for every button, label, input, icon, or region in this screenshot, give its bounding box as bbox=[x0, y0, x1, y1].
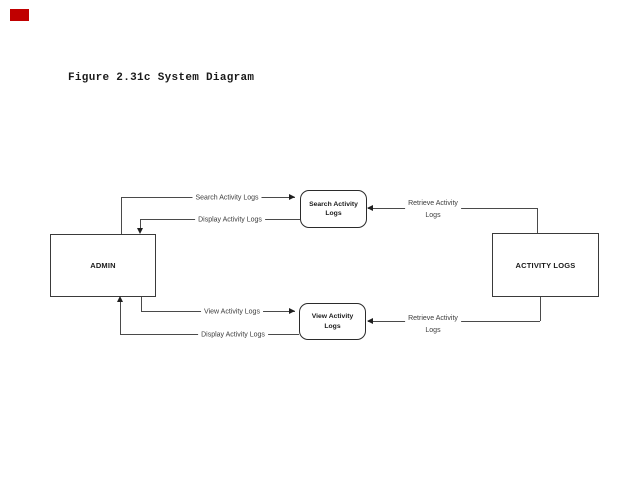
view-activity-logs-label-line1: View Activity bbox=[311, 313, 354, 320]
search-activity-logs-label-line1: Search Activity bbox=[309, 200, 358, 208]
activity-logs-box: ACTIVITY LOGS bbox=[492, 233, 599, 297]
edge-label-display-bottom: Display Activity Logs bbox=[198, 330, 268, 340]
search-activity-logs-box: Search Activity Logs bbox=[300, 190, 367, 228]
edge-display-top-vline bbox=[140, 219, 141, 229]
edge-label-line1: Retrieve Activity bbox=[408, 315, 458, 322]
edge-label-retrieve-top: Retrieve Activity Logs bbox=[405, 198, 461, 222]
edge-label-line2: Logs bbox=[425, 327, 441, 334]
view-activity-logs-box: View Activity Logs bbox=[299, 303, 366, 340]
arrowhead-up-icon bbox=[117, 296, 123, 302]
edge-view-vline bbox=[141, 296, 142, 311]
edge-label-display-top: Display Activity Logs bbox=[195, 215, 265, 225]
edge-search-vline bbox=[121, 197, 122, 234]
arrowhead-left-icon bbox=[367, 318, 373, 324]
search-activity-logs-label-line2: Logs bbox=[325, 210, 342, 217]
view-activity-logs-label-line2: Logs bbox=[324, 322, 341, 330]
figure-caption: Figure 2.31c System Diagram bbox=[68, 72, 255, 84]
arrowhead-left-icon bbox=[367, 205, 373, 211]
edge-label-view: View Activity Logs bbox=[201, 307, 263, 317]
arrowhead-right-icon bbox=[289, 194, 295, 200]
edge-retrieve-top-vline bbox=[537, 208, 538, 233]
red-marker bbox=[10, 9, 29, 21]
admin-label: ADMIN bbox=[90, 261, 116, 270]
edge-display-bottom-vline bbox=[120, 302, 121, 334]
arrowhead-down-icon bbox=[137, 228, 143, 234]
activity-logs-label: ACTIVITY LOGS bbox=[515, 260, 576, 270]
edge-label-line1: Retrieve Activity bbox=[408, 200, 458, 207]
edge-label-search: Search Activity Logs bbox=[192, 193, 262, 203]
edge-label-line2: Logs bbox=[425, 212, 441, 219]
edge-retrieve-bottom-vline bbox=[540, 296, 541, 321]
edge-label-retrieve-bottom: Retrieve Activity Logs bbox=[405, 313, 461, 337]
arrowhead-right-icon bbox=[289, 308, 295, 314]
admin-box: ADMIN bbox=[50, 234, 156, 297]
